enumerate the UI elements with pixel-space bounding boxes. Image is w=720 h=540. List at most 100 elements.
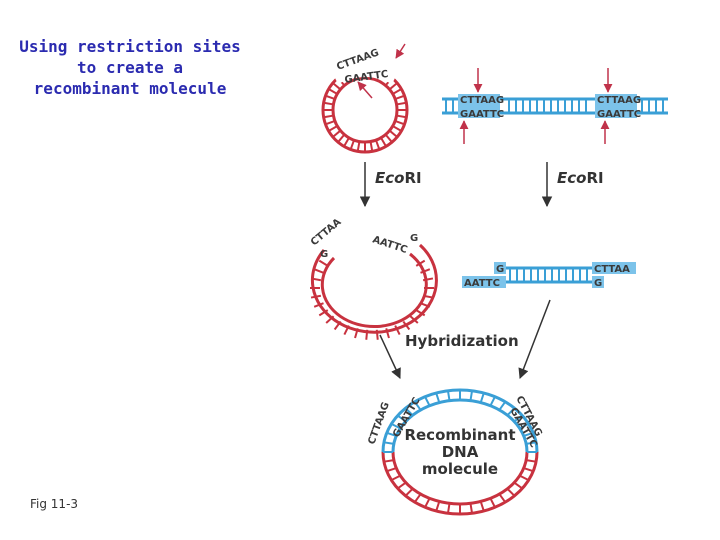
product-label-line-3: molecule: [422, 460, 498, 478]
dna-rung: [375, 329, 379, 340]
site-left-bottom: GAATTC: [460, 109, 504, 120]
dna-rung: [498, 493, 507, 503]
dna-rung: [388, 82, 398, 91]
dna-rung: [413, 493, 422, 503]
dna-rung: [469, 390, 474, 401]
dna-rung: [384, 133, 393, 143]
dna-rung: [318, 309, 329, 317]
dna-rung: [422, 294, 434, 299]
dna-rung: [325, 315, 335, 324]
dna-rung: [422, 277, 434, 282]
plasmid-cut: CTTAA G AATTC G: [309, 217, 438, 340]
dna-rung: [397, 481, 407, 490]
dna-rung: [323, 101, 334, 106]
dna-rung: [332, 129, 342, 138]
dna-rung: [479, 392, 485, 403]
dna-rung: [383, 459, 394, 463]
dna-rung: [523, 467, 534, 473]
dna-rung: [415, 309, 426, 317]
dna-rung: [420, 302, 431, 308]
dna-rung: [404, 488, 414, 497]
dna-rung: [489, 497, 496, 508]
enzyme-label-right: EcoRI: [557, 169, 604, 187]
site-right-top: CTTAAG: [597, 95, 641, 106]
enzyme-label-left: EcoRI: [375, 169, 422, 187]
dna-rung: [354, 328, 359, 339]
dna-rung: [394, 120, 405, 126]
dna-rung: [388, 129, 398, 138]
dna-rung: [392, 125, 402, 132]
site-left-top: CTTAAG: [460, 95, 504, 106]
dna-rung: [328, 88, 338, 95]
dna-rung: [394, 94, 405, 100]
dna-rung: [498, 401, 507, 411]
dna-rung: [424, 396, 431, 407]
fragment-left-g: G: [496, 264, 504, 275]
product-label-line-2: DNA: [442, 443, 479, 461]
cut-plasmid-right-bottom: AATTC: [371, 234, 409, 256]
dna-rung: [313, 268, 324, 274]
dna-rung: [479, 501, 485, 512]
diagram-title: Using restriction sites to create a reco…: [10, 36, 250, 99]
dna-rung: [310, 277, 322, 282]
dna-rung: [356, 141, 361, 152]
dna-rung: [513, 414, 523, 423]
dna-rung: [390, 474, 401, 482]
dna-rung: [313, 302, 324, 308]
fragment-right-top: CTTAA: [594, 264, 630, 275]
cut-plasmid-left-top: CTTAA: [309, 217, 344, 249]
dna-rung: [409, 315, 419, 324]
dna-rung: [489, 396, 496, 407]
dna-rung: [396, 114, 407, 119]
dna-rung: [469, 503, 474, 514]
title-line-3: recombinant molecule: [33, 79, 227, 98]
title-line-1: Using restriction sites: [19, 37, 241, 56]
product-label-line-1: Recombinant: [404, 426, 515, 444]
linear-fragment: G AATTC CTTAA G: [462, 262, 636, 289]
dna-rung: [506, 407, 516, 416]
site-right-bottom: GAATTC: [597, 109, 641, 120]
dna-rung: [325, 120, 336, 126]
dna-rung: [394, 325, 401, 335]
dna-rung: [526, 459, 537, 463]
fragment-left-bottom: AATTC: [464, 278, 500, 289]
dna-rung: [349, 139, 355, 150]
dna-rung: [332, 82, 342, 91]
cut-plasmid-right-g: G: [410, 233, 418, 244]
dna-rung: [392, 88, 402, 95]
recomb-left-top: CTTAAG: [366, 401, 391, 446]
dna-rung: [383, 441, 394, 445]
dna-rung: [386, 431, 397, 437]
plasmid-intact: CTTAAG GAATTC: [321, 43, 409, 154]
dna-rung: [513, 481, 523, 490]
dna-rung: [369, 141, 374, 152]
dna-rung: [343, 137, 350, 147]
dna-rung: [396, 101, 407, 106]
dna-rung: [390, 422, 401, 430]
linear-dna-intact: CTTAAG GAATTC CTTAAG GAATTC: [442, 68, 668, 144]
dna-rung: [337, 133, 346, 143]
dna-rung: [446, 503, 451, 514]
title-line-2: to create a: [77, 58, 183, 77]
dna-rung: [325, 94, 336, 100]
ecori-step: EcoRI EcoRI: [359, 162, 604, 208]
dna-rung: [435, 501, 441, 512]
dna-rung: [386, 467, 397, 473]
hybridization-step: Hybridization: [379, 299, 551, 379]
dna-rung: [328, 125, 338, 132]
dna-rung: [424, 497, 431, 508]
dna-rung: [420, 268, 431, 274]
fragment-right-g: G: [594, 278, 602, 289]
dna-rung: [318, 259, 329, 267]
dna-rung: [435, 392, 441, 403]
dna-rung: [380, 137, 387, 147]
dna-rung: [523, 431, 534, 437]
dna-rung: [385, 328, 390, 339]
dna-rung: [404, 407, 414, 416]
dna-rung: [506, 488, 516, 497]
hybridization-label: Hybridization: [405, 332, 519, 350]
dna-rung: [375, 139, 381, 150]
cut-plasmid-left-g: G: [320, 249, 328, 260]
dna-rung: [519, 474, 530, 482]
dna-rung: [397, 414, 407, 423]
